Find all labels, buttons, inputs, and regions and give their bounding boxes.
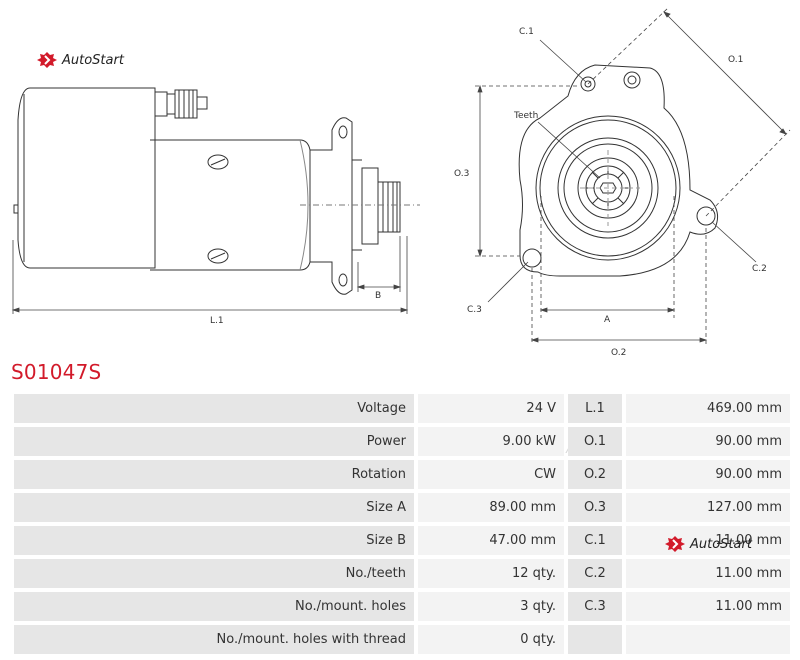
spec-label: Power (14, 427, 414, 456)
product-code: S01047S (11, 360, 102, 384)
label-o3: O.3 (454, 169, 469, 179)
label-l1: L.1 (210, 316, 224, 326)
dimension-key: C.3 (568, 592, 622, 621)
label-c2: C.2 (752, 264, 767, 274)
spec-label: Rotation (14, 460, 414, 489)
spec-label: Voltage (14, 394, 414, 423)
spec-label: Size B (14, 526, 414, 555)
dimension-value: 469.00 mm (626, 394, 790, 423)
spec-label: No./mount. holes with thread (14, 625, 414, 654)
label-c1: C.1 (519, 27, 534, 37)
brand-logo-overlay: AutoStart (664, 535, 752, 553)
spec-value: 89.00 mm (418, 493, 564, 522)
spec-value: 47.00 mm (418, 526, 564, 555)
label-o1: O.1 (728, 55, 743, 65)
label-teeth: Teeth (513, 111, 538, 121)
dimension-value: 11.00 mm (626, 559, 790, 588)
dimension-key: C.2 (568, 559, 622, 588)
spec-value: 9.00 kW (418, 427, 564, 456)
label-b: B (375, 291, 381, 301)
autostart-logo-icon (37, 52, 57, 68)
spec-label: No./mount. holes (14, 592, 414, 621)
spec-value: 0 qty. (418, 625, 564, 654)
label-c3: C.3 (467, 305, 482, 315)
label-a: A (604, 315, 611, 325)
dimension-value (626, 625, 790, 654)
dimension-value: 11.00 mm (626, 592, 790, 621)
technical-drawing: L.1 B C.1 O.1 Teeth O.3 C.2 C.3 A O.2 (11, 7, 791, 358)
spec-value: 3 qty. (418, 592, 564, 621)
dimension-value: 90.00 mm (626, 427, 790, 456)
starter-side-view (13, 87, 420, 295)
label-o2: O.2 (611, 348, 626, 358)
spec-value: CW (418, 460, 564, 489)
dimension-key: O.3 (568, 493, 622, 522)
brand-name: AutoStart (62, 52, 124, 68)
spec-value: 24 V (418, 394, 564, 423)
dimension-value: 90.00 mm (626, 460, 790, 489)
spec-value: 12 qty. (418, 559, 564, 588)
brand-logo: AutoStart (36, 51, 124, 69)
brand-name: AutoStart (690, 536, 752, 552)
autostart-logo-icon (665, 536, 685, 552)
spec-label: Size A (14, 493, 414, 522)
dimension-value: 11.00 mm (626, 526, 790, 555)
dimension-value: 127.00 mm (626, 493, 790, 522)
spec-label: No./teeth (14, 559, 414, 588)
dimension-key: O.1 (568, 427, 622, 456)
dimension-key: O.2 (568, 460, 622, 489)
dimension-key (568, 625, 622, 654)
dimension-key: C.1 (568, 526, 622, 555)
dimension-key: L.1 (568, 394, 622, 423)
starter-front-view (518, 64, 719, 277)
